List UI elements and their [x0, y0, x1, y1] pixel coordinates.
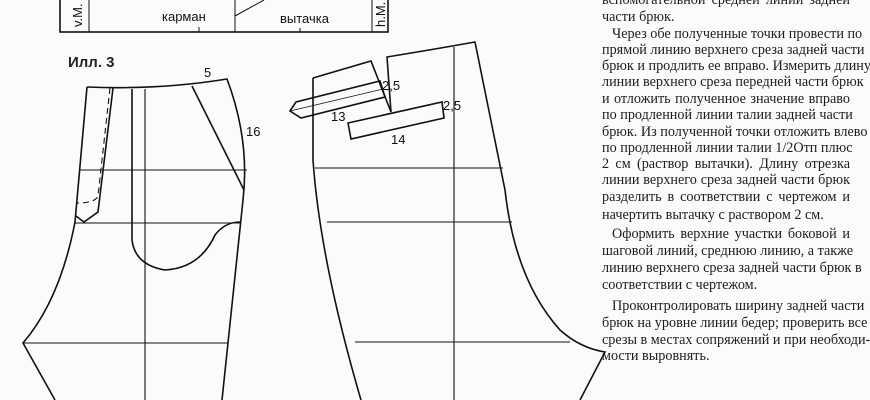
strip-label-right: h.M.: [373, 2, 388, 27]
back-piece: [288, 41, 607, 400]
strip-label-left: v.M.: [70, 3, 85, 27]
text-line: линию верхнего среза задней части брюк в: [602, 260, 862, 276]
welt2-width-label: 2,5: [443, 98, 461, 113]
text-line: 2 см (раствор вытачки). Длину отрезка: [602, 156, 850, 172]
strip-label-dart: вытачка: [280, 11, 330, 26]
text-line: Через обе полученные точки провести по: [612, 26, 863, 42]
welt1-length-label: 13: [331, 109, 345, 124]
text-line: разделить в соответствии с чертежом и: [602, 189, 850, 205]
text-line: вспомогательной средней линии задней: [602, 0, 850, 8]
text-line: и отложить полученное значение вправо: [602, 91, 850, 107]
figure-title: Илл. 3: [68, 54, 115, 71]
text-line: шаговой линий, среднюю линию, а также: [602, 243, 854, 259]
text-line: части брюк.: [602, 9, 675, 25]
text-line: брюк. Из полученной точки отложить влево: [602, 124, 868, 140]
front-waist-label: 5: [204, 65, 211, 80]
text-line: Проконтролировать ширину задней части: [612, 298, 865, 314]
text-line: срезы в местах сопряжений и при необходи…: [602, 332, 870, 348]
text-line: Оформить верхние участки боковой и: [612, 226, 850, 242]
text-line: линии верхнего среза передней части брюк: [602, 74, 864, 90]
text-line: соответствии с чертежом.: [602, 277, 758, 293]
welt1-width-label: 2,5: [382, 78, 400, 93]
strip-box: [59, 0, 389, 33]
text-line: брюк и продлить ее вправо. Измерить длин…: [602, 58, 870, 74]
text-line: по продленной линии талии задней части: [602, 107, 853, 123]
text-line: линии верхнего среза задней части брюк: [602, 172, 850, 188]
welt2-length-label: 14: [391, 132, 405, 147]
strip-label-pocket: карман: [162, 9, 206, 24]
front-side-label: 16: [246, 124, 260, 139]
text-line: начертить вытачку с раствором 2 см.: [602, 207, 824, 223]
text-line: мости выровнять.: [602, 348, 710, 364]
text-line: брюк на уровне линии бедер; проверить вс…: [602, 315, 868, 331]
front-piece: [22, 78, 247, 400]
text-line: прямой линию верхнего среза задней части: [602, 42, 865, 58]
text-line: по продленной линии талии 1/2Отп плюс: [602, 140, 853, 156]
